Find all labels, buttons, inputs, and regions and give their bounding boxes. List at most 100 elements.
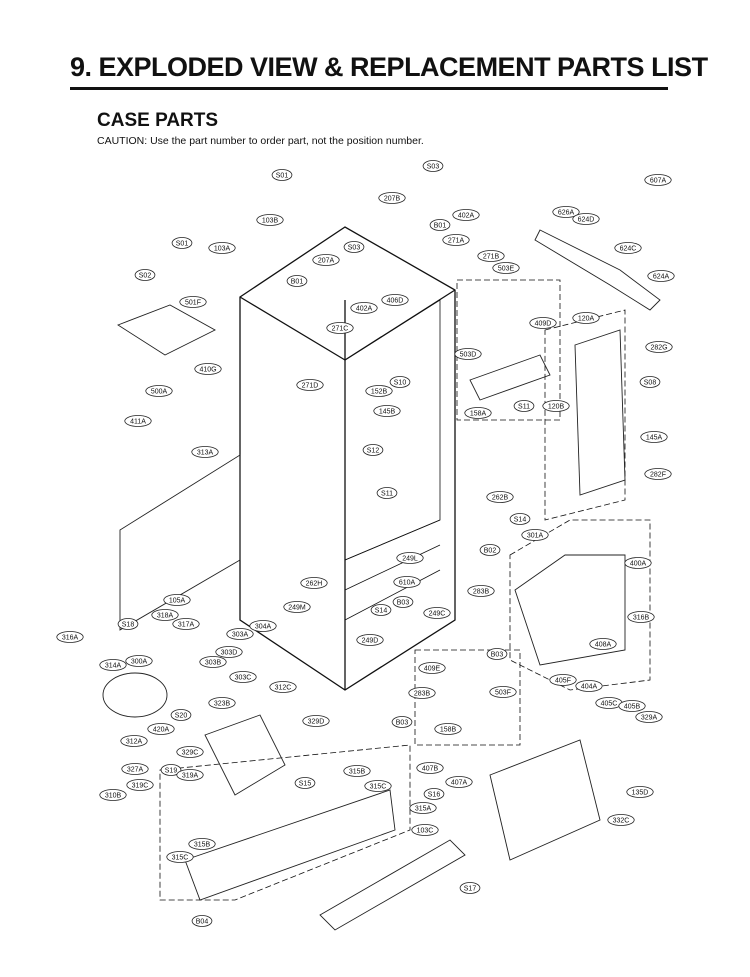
part-label-409d: 409D xyxy=(529,317,557,329)
part-label-316a: 316A xyxy=(56,631,84,643)
part-label-249l: 249L xyxy=(396,552,424,564)
part-label-s12: S12 xyxy=(362,444,384,456)
part-label-329a: 329A xyxy=(635,711,663,723)
part-label-607a: 607A xyxy=(644,174,672,186)
part-label-text: 301A xyxy=(527,533,544,540)
part-label-text: 402A xyxy=(458,213,475,220)
part-label-text: 624A xyxy=(653,274,670,281)
part-label-329d: 329D xyxy=(302,715,330,727)
part-label-407b: 407B xyxy=(416,762,444,774)
part-label-text: 406D xyxy=(387,298,404,305)
part-label-text: 503D xyxy=(460,352,477,359)
part-label-text: 624D xyxy=(578,217,595,224)
part-label-301a: 301A xyxy=(521,529,549,541)
part-label-text: 262B xyxy=(492,495,509,502)
part-label-145b: 145B xyxy=(373,405,401,417)
part-label-406d: 406D xyxy=(381,294,409,306)
part-label-text: 283B xyxy=(414,691,431,698)
part-label-624c: 624C xyxy=(614,242,642,254)
part-label-text: 315A xyxy=(415,806,432,813)
part-label-text: 271A xyxy=(448,238,465,245)
part-label-249d: 249D xyxy=(356,634,384,646)
part-label-317a: 317A xyxy=(172,618,200,630)
part-label-text: 103B xyxy=(262,218,279,225)
part-label-300a: 300A xyxy=(125,655,153,667)
page-title: 9. EXPLODED VIEW & REPLACEMENT PARTS LIS… xyxy=(70,52,708,82)
part-label-282g: 282G xyxy=(645,341,673,353)
part-label-text: 303C xyxy=(235,675,252,682)
part-label-text: 145B xyxy=(379,409,396,416)
part-label-text: 409D xyxy=(535,321,552,328)
part-label-text: 303D xyxy=(221,650,238,657)
part-label-text: 607A xyxy=(650,178,667,185)
part-label-text: S19 xyxy=(165,768,178,775)
part-label-text: 282G xyxy=(650,345,667,352)
part-label-282f: 282F xyxy=(644,468,672,480)
part-label-text: 312C xyxy=(275,685,292,692)
part-label-405b: 405B xyxy=(618,700,646,712)
part-label-s15: S15 xyxy=(294,777,316,789)
part-label-624d: 624D xyxy=(572,213,600,225)
part-label-405f: 405F xyxy=(549,674,577,686)
part-label-319a: 319A xyxy=(176,769,204,781)
title-rule xyxy=(70,87,668,90)
part-label-283b_a: 283B xyxy=(467,585,495,597)
part-label-text: 249C xyxy=(429,611,446,618)
part-label-text: 500A xyxy=(151,389,168,396)
part-label-500a: 500A xyxy=(145,385,173,397)
part-label-s20: S20 xyxy=(170,709,192,721)
part-label-text: 315B xyxy=(194,842,211,849)
part-label-s03b: S03 xyxy=(343,241,365,253)
part-label-319c: 319C xyxy=(126,779,154,791)
part-label-610a: 610A xyxy=(393,576,421,588)
part-label-text: S11 xyxy=(518,404,530,411)
part-label-503f: 503F xyxy=(489,686,517,698)
part-label-text: B03 xyxy=(397,600,410,607)
part-label-b03a: B03 xyxy=(392,596,414,608)
part-label-text: 318A xyxy=(157,613,174,620)
part-label-text: 407B xyxy=(422,766,439,773)
part-label-b01b: B01 xyxy=(286,275,308,287)
part-label-text: 158A xyxy=(470,411,487,418)
part-label-text: 409E xyxy=(424,666,441,673)
part-label-402a_b: 402A xyxy=(350,302,378,314)
part-label-text: 207B xyxy=(384,196,401,203)
part-label-text: 503F xyxy=(495,690,511,697)
part-label-text: 300A xyxy=(131,659,148,666)
part-label-404a: 404A xyxy=(575,680,603,692)
part-label-303b: 303B xyxy=(199,656,227,668)
part-label-332c: 332C xyxy=(607,814,635,826)
group-outlines xyxy=(159,279,651,901)
part-label-text: 152B xyxy=(371,389,388,396)
part-label-314a: 314A xyxy=(99,659,127,671)
part-label-303c: 303C xyxy=(229,671,257,683)
part-label-text: 404A xyxy=(581,684,598,691)
part-label-text: S18 xyxy=(122,622,135,629)
part-label-408a: 408A xyxy=(589,638,617,650)
part-label-text: 327A xyxy=(127,767,144,774)
part-label-text: B03 xyxy=(491,652,504,659)
part-label-text: S10 xyxy=(394,380,407,387)
part-label-text: S12 xyxy=(367,448,380,455)
part-label-text: 271D xyxy=(302,383,319,390)
part-label-409e: 409E xyxy=(418,662,446,674)
part-label-303d: 303D xyxy=(215,646,243,658)
part-label-text: 120B xyxy=(548,404,565,411)
part-label-s01a: S01 xyxy=(271,169,293,181)
part-label-text: 262H xyxy=(306,581,323,588)
part-label-text: S20 xyxy=(175,713,188,720)
part-label-text: 283B xyxy=(473,589,490,596)
part-label-text: S15 xyxy=(299,781,312,788)
part-label-310b: 310B xyxy=(99,789,127,801)
part-label-text: B02 xyxy=(484,548,497,555)
part-label-120a: 120A xyxy=(572,312,600,324)
part-label-text: 282F xyxy=(650,472,666,479)
part-label-s11b: S11 xyxy=(376,487,398,499)
part-label-text: 317A xyxy=(178,622,195,629)
part-label-text: S03 xyxy=(348,245,361,252)
part-label-text: 319C xyxy=(132,783,149,790)
part-label-312c: 312C xyxy=(269,681,297,693)
part-label-402a_a: 402A xyxy=(452,209,480,221)
part-label-315c_b: 315C xyxy=(166,851,194,863)
